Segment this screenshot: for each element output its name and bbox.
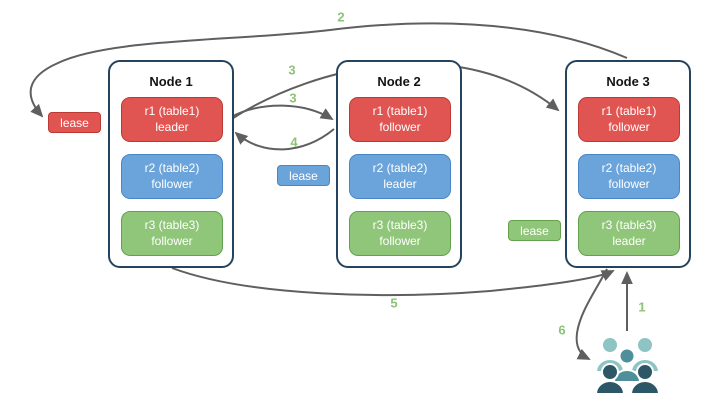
- node2-r2-replica: r2 (table2) leader: [349, 154, 451, 199]
- arrow-step-4-node2-to-leader: [234, 128, 335, 151]
- replica-role: follower: [151, 233, 193, 248]
- step-label-4: 4: [290, 134, 298, 150]
- replica-role: follower: [151, 176, 193, 191]
- arrow-step-6-node3-to-clients: [575, 268, 608, 360]
- node2-r1-replica: r1 (table1) follower: [349, 97, 451, 142]
- step-label-6: 6: [558, 322, 566, 338]
- step-label-1: 1: [638, 299, 646, 315]
- node3-r2-replica: r2 (table2) follower: [578, 154, 680, 199]
- replica-name: r3 (table3): [601, 217, 657, 232]
- replica-name: r1 (table1): [144, 103, 200, 118]
- replica-name: r2 (table2): [601, 160, 657, 175]
- node3-r3-replica: r3 (table3) leader: [578, 211, 680, 256]
- lease-badge-table3: lease: [508, 220, 561, 241]
- replica-role: follower: [379, 119, 421, 134]
- arrow-step-3-leader-to-node2: [230, 104, 334, 121]
- node2-r3-replica: r3 (table3) follower: [349, 211, 451, 256]
- replica-name: r1 (table1): [601, 103, 657, 118]
- step-label-3-upper: 3: [288, 62, 296, 78]
- node1-box: Node 1 r1 (table1) leader r2 (table2) fo…: [108, 60, 234, 268]
- node3-r1-replica: r1 (table1) follower: [578, 97, 680, 142]
- replica-name: r2 (table2): [144, 160, 200, 175]
- client-person-front-right: [629, 363, 661, 395]
- node3-box: Node 3 r1 (table1) follower r2 (table2) …: [565, 60, 691, 268]
- replica-role: leader: [383, 176, 417, 191]
- step-label-3-lower: 3: [289, 90, 297, 106]
- lease-badge-table2: lease: [277, 165, 330, 186]
- replica-role: follower: [379, 233, 421, 248]
- client-person-front-left: [594, 363, 626, 395]
- replica-name: r3 (table3): [144, 217, 200, 232]
- arrow-step-2-node3-to-lease1: [29, 22, 628, 118]
- step-label-2: 2: [337, 9, 345, 25]
- node1-r3-replica: r3 (table3) follower: [121, 211, 223, 256]
- node1-r1-replica: r1 (table1) leader: [121, 97, 223, 142]
- replica-role: follower: [608, 176, 650, 191]
- step-label-5: 5: [390, 295, 398, 311]
- node2-title: Node 2: [377, 74, 421, 89]
- clients-icon: [594, 336, 661, 395]
- node3-title: Node 3: [606, 74, 650, 89]
- replica-role: follower: [608, 119, 650, 134]
- replica-role: leader: [155, 119, 189, 134]
- node1-title: Node 1: [149, 74, 193, 89]
- node2-box: Node 2 r1 (table1) follower r2 (table2) …: [336, 60, 462, 268]
- lease-badge-table1: lease: [48, 112, 101, 133]
- replica-name: r3 (table3): [372, 217, 428, 232]
- node1-r2-replica: r2 (table2) follower: [121, 154, 223, 199]
- replica-name: r2 (table2): [372, 160, 428, 175]
- replica-name: r1 (table1): [372, 103, 428, 118]
- replica-role: leader: [612, 233, 646, 248]
- arrow-step-5-node1-to-node3: [171, 267, 615, 297]
